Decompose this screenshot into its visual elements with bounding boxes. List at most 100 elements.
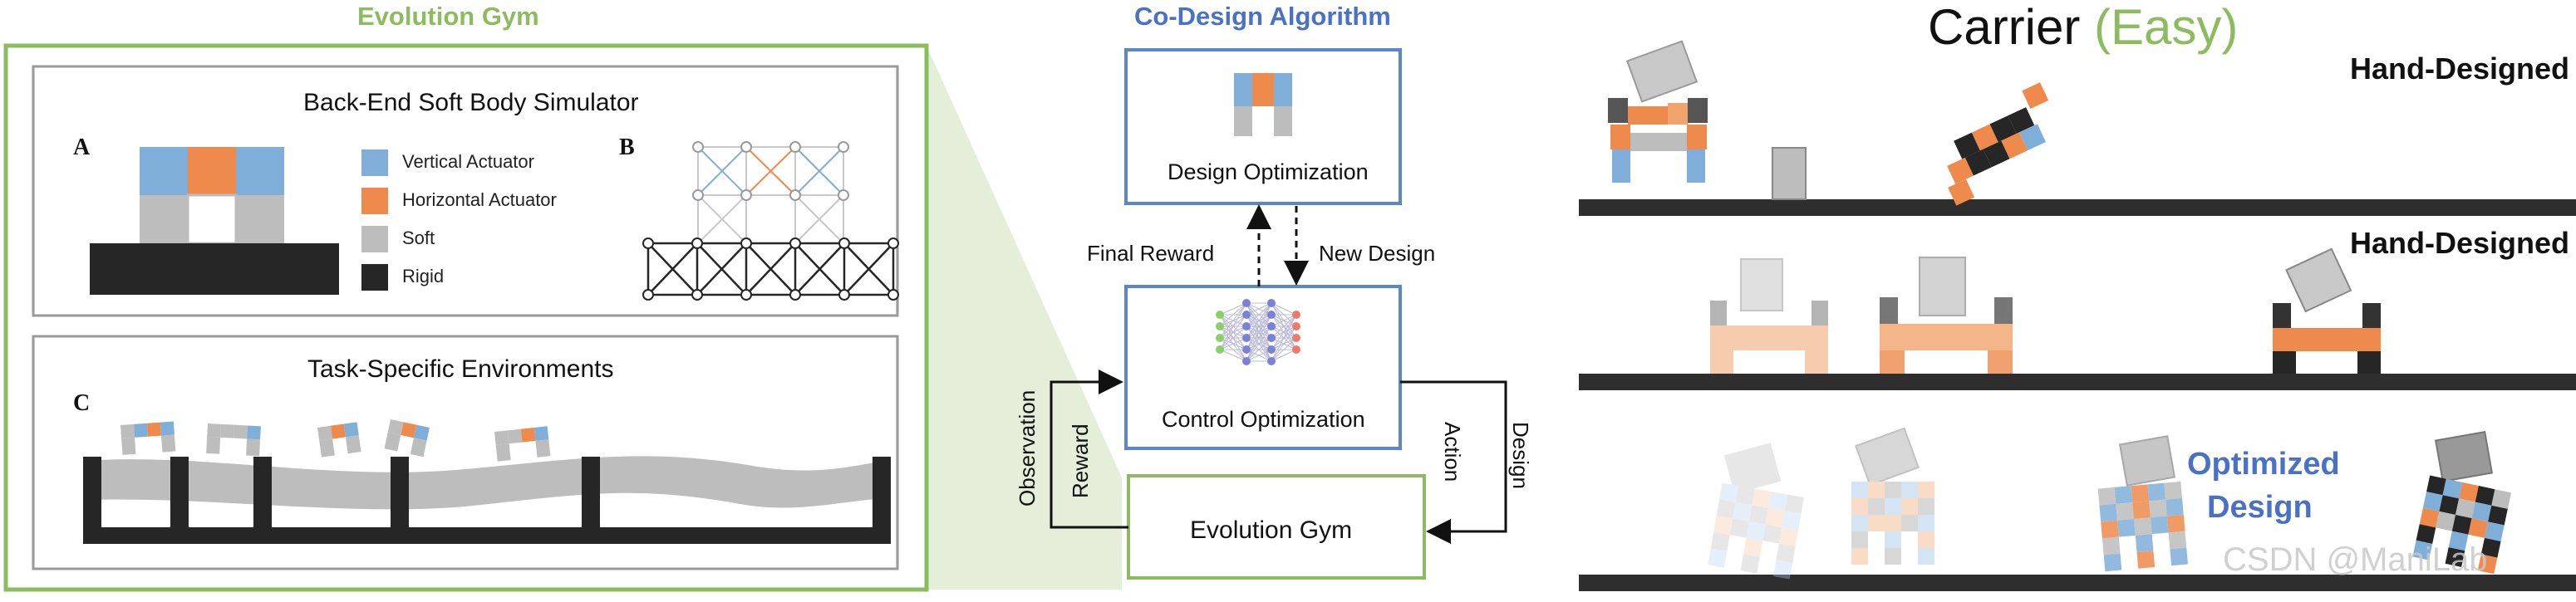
robot-voxel xyxy=(2166,497,2184,516)
mass-spring-lattice xyxy=(642,141,899,301)
evolution-gym-frame xyxy=(3,43,929,592)
nn-node xyxy=(1267,357,1276,365)
robot-voxel xyxy=(1752,488,1772,508)
nn-node xyxy=(1292,334,1300,342)
nn-node xyxy=(1216,334,1224,342)
robot-voxel xyxy=(1918,531,1934,548)
robot-voxel xyxy=(1776,543,1796,563)
new-design-label: New Design xyxy=(1319,241,1436,266)
legend-swatch-rigid xyxy=(361,264,388,291)
control-optimization-box xyxy=(1124,285,1402,450)
robot-voxel xyxy=(1851,515,1868,531)
robot-voxel xyxy=(1719,482,1739,502)
robot-voxel xyxy=(2436,511,2456,531)
robot-voxel xyxy=(2136,551,2156,569)
legend-swatch-horizontal xyxy=(361,188,388,214)
robot-voxel xyxy=(2168,531,2187,550)
reward-label: Reward xyxy=(1068,423,1093,498)
robot-voxel xyxy=(2412,540,2433,560)
row3-label-line2: Design xyxy=(2207,490,2313,525)
simulator-box xyxy=(32,65,899,317)
nn-node xyxy=(1267,311,1276,319)
robot-voxel xyxy=(1885,515,1901,531)
nn-node xyxy=(1216,311,1224,319)
legend-label-rigid: Rigid xyxy=(402,266,445,286)
legend-label-vertical: Vertical Actuator xyxy=(402,151,534,172)
robot-voxel xyxy=(1748,505,1769,525)
codesign-title: Co-Design Algorithm xyxy=(1134,2,1391,31)
nn-node xyxy=(1242,299,1251,307)
robot-voxel xyxy=(2468,518,2489,538)
row1-robot-walker xyxy=(1608,40,1708,183)
evolution-gym-env-box xyxy=(1127,474,1426,580)
row3-robot-2 xyxy=(1851,427,1934,565)
final-reward-label: Final Reward xyxy=(1087,241,1215,266)
tasks-title: Task-Specific Environments xyxy=(307,355,614,383)
robot-voxel xyxy=(1778,526,1799,547)
watermark: CSDN @ManiLab xyxy=(2223,541,2488,578)
robot-voxel xyxy=(2471,502,2492,522)
robot-voxel xyxy=(1901,498,1918,515)
nn-node xyxy=(1216,345,1224,354)
nn-node xyxy=(1242,345,1251,354)
robot-voxel xyxy=(1716,499,1736,519)
robot-voxel xyxy=(2442,478,2463,499)
robot-voxel xyxy=(1868,482,1885,498)
action-design-arrow xyxy=(1400,380,1507,544)
robot-voxel xyxy=(2491,489,2512,509)
robot-voxel xyxy=(2114,486,2133,504)
robot-voxel xyxy=(1733,502,1753,521)
robot-voxel xyxy=(2448,531,2469,551)
robot-voxel xyxy=(2426,475,2446,496)
robot-voxel xyxy=(1765,507,1785,527)
robot-voxel xyxy=(2097,487,2116,506)
nn-node xyxy=(1292,311,1300,319)
robot-voxel xyxy=(1710,531,1730,551)
robot-voxel xyxy=(1708,548,1728,568)
robot-voxel xyxy=(1772,560,1793,580)
robot-voxel xyxy=(1762,524,1782,544)
carrier-ground-lines xyxy=(1579,199,2576,591)
robot-voxel xyxy=(2459,482,2479,502)
robot-voxel xyxy=(2149,499,2167,518)
robot-voxel xyxy=(1918,482,1934,498)
design-label: Design xyxy=(1508,422,1533,489)
row3-robot-3 xyxy=(2097,435,2189,572)
terrain-illustration xyxy=(83,418,891,544)
robot-voxel xyxy=(1735,486,1755,506)
row3-label-line1: Optimized xyxy=(2187,447,2340,482)
carrier-title-text: Carrier xyxy=(1928,0,2081,55)
legend-swatch-vertical xyxy=(361,149,388,176)
robot-voxel xyxy=(2456,498,2475,519)
robot-voxel xyxy=(2147,482,2166,502)
robot-voxel xyxy=(1918,548,1934,565)
robot-voxel xyxy=(1743,537,1763,557)
nn-node xyxy=(1292,345,1300,354)
robot-voxel xyxy=(2131,484,2150,503)
robot-voxel xyxy=(2102,536,2121,556)
robot-voxel xyxy=(2416,524,2436,544)
zoom-funnel xyxy=(927,46,1122,590)
robot-voxel xyxy=(1851,548,1868,565)
nn-node xyxy=(1267,334,1276,342)
robot-voxel xyxy=(2475,486,2495,506)
robot-voxel xyxy=(2117,519,2136,537)
robot-voxel xyxy=(1740,554,1760,574)
evolution-gym-title: Evolution Gym xyxy=(357,2,539,31)
nn-node xyxy=(1242,357,1251,365)
robot-voxel xyxy=(2135,534,2154,552)
robot-voxel xyxy=(1901,515,1918,531)
robot-voxel xyxy=(2166,514,2185,533)
robot-voxel xyxy=(1918,515,1934,531)
robot-voxel xyxy=(1851,498,1868,515)
legend-label-horizontal: Horizontal Actuator xyxy=(402,189,557,210)
robot-voxel xyxy=(2164,481,2183,500)
nn-node xyxy=(1216,322,1224,330)
robot-voxel xyxy=(2451,514,2472,535)
robot-voxel xyxy=(1713,516,1733,536)
robot-voxel xyxy=(2116,502,2135,521)
robot-voxel xyxy=(1918,498,1934,515)
simulator-title: Back-End Soft Body Simulator xyxy=(303,89,639,116)
carrier-difficulty: (Easy) xyxy=(2094,0,2239,55)
nn-node xyxy=(1267,322,1276,330)
